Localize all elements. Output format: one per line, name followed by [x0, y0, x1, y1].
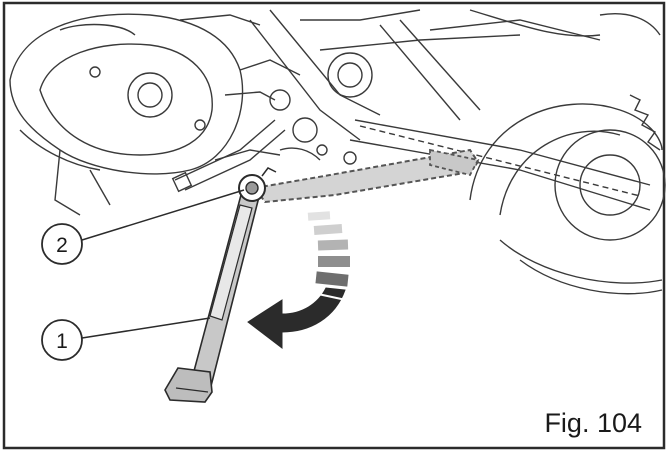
engine-line-art — [9, 9, 666, 295]
callout-1-label: 1 — [56, 330, 68, 353]
side-stand-pivot — [238, 167, 277, 202]
raised-stand-outline — [253, 148, 480, 204]
figure-caption: Fig. 104 — [540, 409, 646, 439]
callout-1: 1 — [41, 317, 211, 361]
callout-2-label: 2 — [56, 234, 68, 257]
callout-2: 2 — [41, 189, 245, 265]
rotation-arrow-icon — [247, 211, 350, 350]
side-stand — [164, 179, 263, 403]
